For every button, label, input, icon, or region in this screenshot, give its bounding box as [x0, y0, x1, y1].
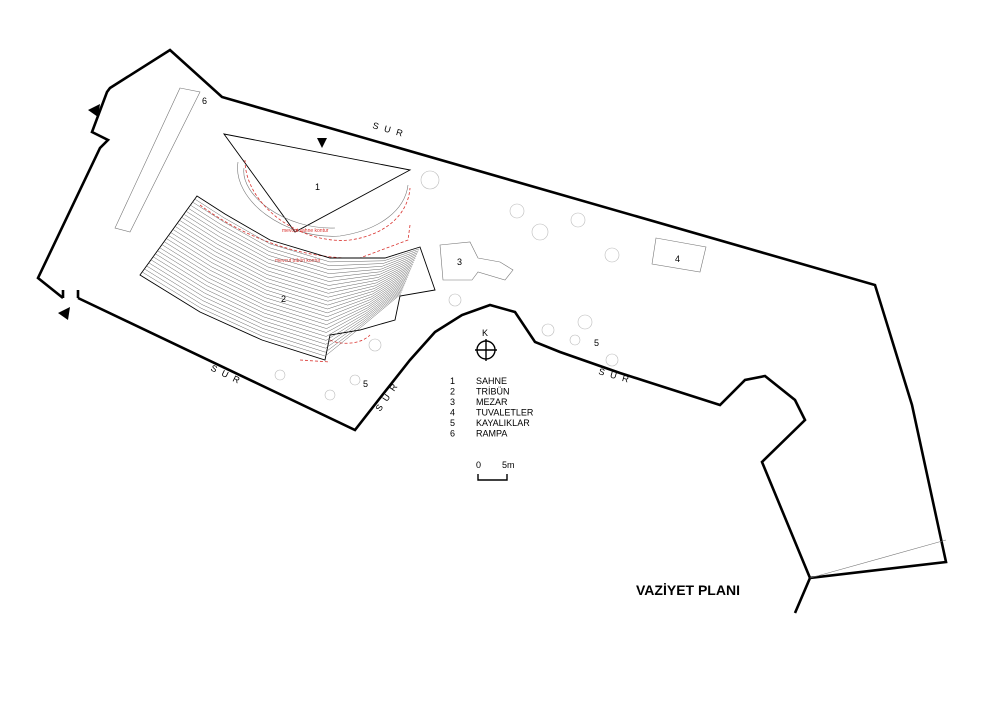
- ramp: [114, 87, 201, 233]
- tribune-step-line: [168, 235, 411, 310]
- ramp-number: 6: [202, 96, 207, 106]
- north-arrow-icon: K: [475, 328, 497, 361]
- legend-number: 5: [450, 418, 455, 428]
- legend-text: KAYALIKLAR: [476, 418, 530, 428]
- tribune-step-line: [183, 214, 416, 282]
- north-letter: K: [482, 328, 488, 338]
- tribune-step-line: [174, 226, 413, 298]
- legend-number: 3: [450, 397, 455, 407]
- tribune-steps: [142, 198, 420, 357]
- scale-bar: 0 5m: [476, 460, 515, 481]
- tribune-step-line: [155, 253, 406, 333]
- tribune-step-line: [185, 211, 417, 278]
- legend-number: 2: [450, 387, 455, 397]
- existing-stage-contour: [244, 159, 411, 241]
- toilets-number: 4: [675, 254, 680, 264]
- tribune-step-line: [163, 241, 409, 318]
- red-note-lower: mevcut tribün kontur: [275, 258, 321, 264]
- tribune-step-line: [170, 232, 411, 306]
- legend: 1 SAHNE 2 TRİBÜN 3 MEZAR 4 TUVALETLER 5 KAYALIKLA…: [450, 376, 534, 439]
- wall-label-middle: SUR: [373, 377, 402, 413]
- tribune-step-line: [194, 198, 420, 263]
- stage: [222, 133, 412, 233]
- tribune-step-line: [146, 265, 403, 349]
- wall-label-top: SUR: [371, 120, 409, 140]
- tribune: [139, 195, 436, 361]
- tomb: [439, 241, 514, 281]
- tomb-number: 3: [457, 257, 462, 267]
- plan-title: VAZİYET PLANI: [636, 582, 740, 598]
- stage-arc-inner: [243, 167, 336, 229]
- legend-text: TUVALETLER: [476, 408, 534, 418]
- tribune-step-line: [148, 262, 404, 345]
- tribune-step-line: [161, 244, 408, 322]
- legend-number: 4: [450, 408, 455, 418]
- tribune-step-line: [179, 220, 414, 290]
- stage-arc: [237, 161, 409, 237]
- city-wall-outline: [36, 48, 948, 614]
- wall-label-left: SUR: [209, 363, 247, 388]
- legend-text: RAMPA: [476, 429, 507, 439]
- legend-text: SAHNE: [476, 376, 507, 386]
- entrance-arrow-icon: [58, 307, 70, 320]
- tribune-step-line: [153, 256, 405, 337]
- wall-label-right: SUR: [597, 366, 635, 386]
- tribune-step-line: [192, 201, 419, 267]
- tribune-step-line: [159, 247, 408, 325]
- rocks-number: 5: [363, 379, 368, 389]
- entrance-arrow-icon: [317, 138, 327, 148]
- tribune-step-line: [188, 208, 417, 274]
- tribune-step-line: [181, 217, 415, 286]
- boundary-line: [809, 539, 947, 579]
- rocks-number: 5: [594, 338, 599, 348]
- toilets: [651, 237, 707, 273]
- tribune-step-line: [166, 238, 410, 314]
- existing-contour-lower: [299, 334, 371, 363]
- tribune-step-line: [190, 204, 418, 271]
- tribune-step-line: [142, 271, 401, 357]
- tribune-step-line: [150, 259, 404, 341]
- entrance-arrow-icon: [88, 104, 100, 117]
- scale-end: 5m: [502, 460, 515, 470]
- tribune-step-line: [157, 250, 407, 329]
- tribune-step-line: [177, 223, 414, 294]
- legend-text: TRİBÜN: [476, 387, 510, 397]
- tribune-step-line: [172, 229, 412, 302]
- legend-text: MEZAR: [476, 397, 508, 407]
- legend-number: 1: [450, 376, 455, 386]
- stage-number: 1: [315, 182, 320, 192]
- city-wall-lower: [77, 296, 812, 579]
- tribune-step-line: [144, 268, 402, 353]
- scale-start: 0: [476, 460, 481, 470]
- tribune-number: 2: [281, 294, 286, 304]
- red-note-upper: mevcut sahne kontur: [282, 228, 329, 234]
- legend-number: 6: [450, 429, 455, 439]
- trees: [274, 170, 620, 401]
